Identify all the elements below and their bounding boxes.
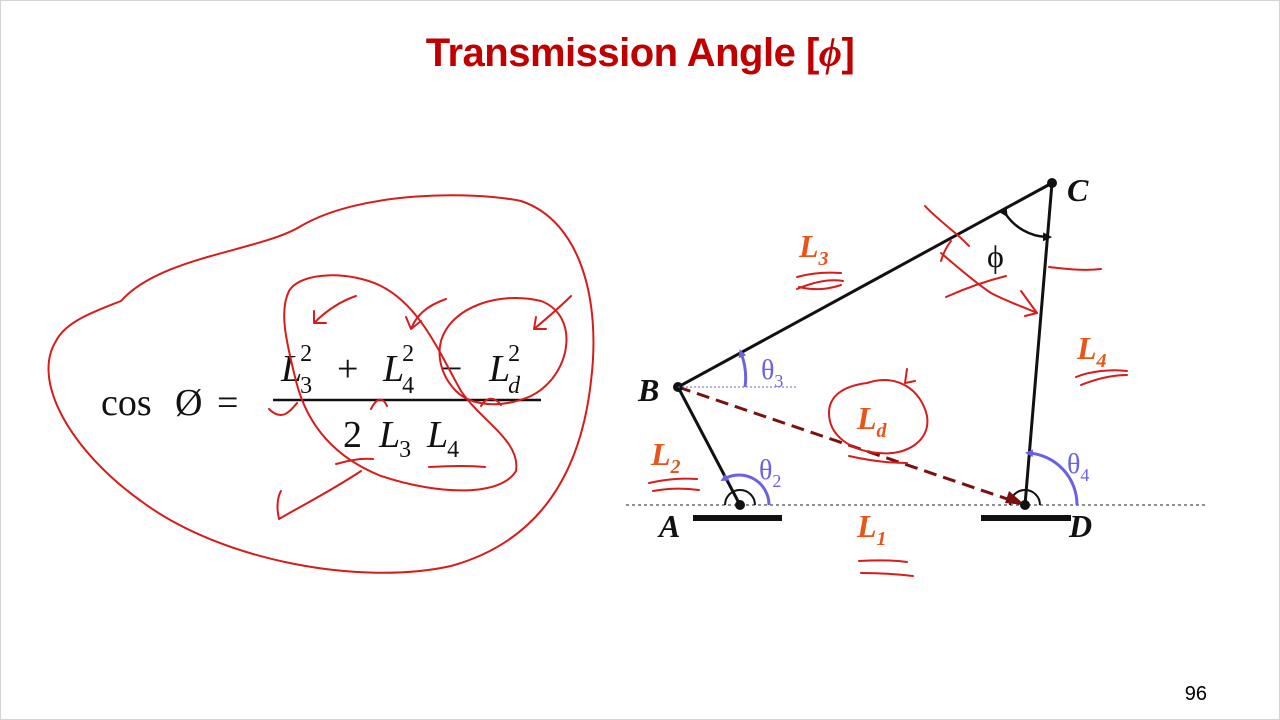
annotation-tail [276, 470, 362, 520]
annotation-underline-L4-b [1080, 374, 1128, 386]
formula-annotations [47, 194, 595, 574]
link-label-L2: L2 [650, 436, 681, 478]
annotation-phi-stroke-2 [940, 252, 1038, 314]
formula-equals: = [217, 382, 238, 424]
theta3-label: θ3 [761, 355, 783, 391]
theta2-arc [720, 473, 771, 506]
annotation-phi-tail [1048, 266, 1102, 271]
annotation-underline-L3 [335, 457, 374, 465]
den-term-L3: L3 [378, 414, 411, 463]
joint-C [1047, 178, 1057, 188]
annotation-big-loop [47, 194, 595, 574]
point-label-C: C [1067, 172, 1089, 208]
annotation-loop-numerator [283, 274, 518, 492]
joint-A [735, 500, 745, 510]
formula-phi-symbol: Ø [175, 382, 202, 424]
theta3-arc [738, 349, 748, 388]
annotation-underline-L4 [428, 464, 486, 468]
link-label-L4: L4 [1076, 330, 1107, 372]
link-label-L3: L3 [798, 228, 829, 270]
annotation-arrow-1 [313, 295, 357, 324]
diagram-annotations [648, 205, 1128, 577]
point-label-D: D [1068, 508, 1092, 544]
title-close-bracket: ] [841, 31, 855, 75]
den-coef: 2 [343, 414, 362, 456]
theta2-label: θ2 [759, 455, 781, 491]
annotation-underline-L4-a [1075, 369, 1128, 378]
annotation-phi-stroke-4 [940, 240, 952, 262]
annotation-underline-L1-b [860, 572, 914, 577]
annotation-phi-arrow [1020, 290, 1038, 317]
annotation-phi-stroke-1 [924, 205, 970, 247]
formula: cos Ø = L32 + L42 − Ld2 2 [101, 341, 541, 463]
num-plus: + [337, 348, 358, 390]
theta4-arc [1025, 449, 1079, 506]
link-label-L1: L1 [856, 508, 887, 550]
phi-arc [999, 207, 1052, 242]
annotation-loop-Ld [828, 379, 929, 455]
annotation-underline-Ld [848, 455, 908, 464]
annotation-underline-L3-c [798, 284, 842, 291]
link-L3 [677, 181, 1053, 389]
annotation-underline-L2-b [652, 487, 700, 492]
annotation-arrow-3 [533, 295, 572, 330]
annotation-underline-L3-a [796, 271, 842, 278]
title-text: Transmission Angle [ [425, 31, 820, 75]
point-label-B: B [637, 372, 659, 408]
link-L2 [676, 386, 742, 506]
annotation-phi-stroke-3 [945, 275, 1007, 298]
annotation-tick-Ld [904, 368, 916, 384]
mechanism-diagram: A B C D θ2 θ3 θ4 ϕ L3 L4 L2 L1 Ld [626, 172, 1206, 550]
annotation-tick-1 [268, 402, 298, 417]
page-number: 96 [1184, 683, 1207, 705]
slide-title: Transmission Angle [ϕ] [1, 29, 1279, 76]
formula-cos: cos [101, 382, 152, 424]
pin-A [724, 489, 756, 506]
num-term-L3: L32 [280, 341, 312, 399]
joint-D [1020, 500, 1030, 510]
annotation-underline-L1-a [858, 559, 908, 563]
formula-numerator: L32 + L42 − Ld2 [280, 341, 521, 399]
diagonal-Ld-arrowhead [1005, 491, 1025, 505]
num-minus: − [441, 348, 462, 390]
formula-denominator: 2 L3 L4 [343, 414, 459, 463]
phi-label: ϕ [987, 238, 1004, 274]
num-term-L4: L42 [382, 341, 414, 399]
annotation-tick-2 [370, 398, 388, 410]
annotation-arrow-2 [405, 298, 447, 330]
title-phi-symbol: ϕ [818, 30, 842, 75]
num-term-Ld: Ld2 [488, 341, 521, 399]
den-term-L4: L4 [426, 414, 459, 463]
theta4-label: θ4 [1067, 449, 1089, 485]
annotation-loop-ld [438, 297, 568, 406]
link-label-Ld: Ld [856, 400, 888, 442]
annotation-tick-3 [480, 397, 502, 407]
annotation-underline-L2-a [648, 477, 698, 484]
point-label-A: A [657, 508, 680, 544]
